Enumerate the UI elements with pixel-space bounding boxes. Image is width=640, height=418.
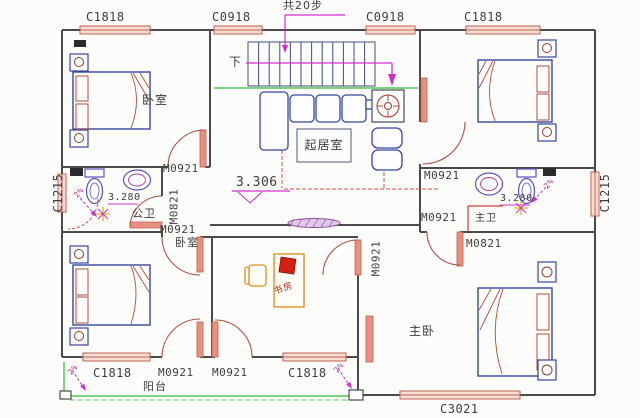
desk xyxy=(273,253,305,308)
floor-drain-icon-left xyxy=(96,207,110,221)
bed-master xyxy=(477,261,557,381)
closet-bar xyxy=(365,315,374,363)
door-label-m0921-balcony-study: M0921 xyxy=(212,366,248,379)
room-label-bedroom-lower-left: 卧室 xyxy=(175,236,199,249)
window-c1215-left xyxy=(57,173,67,213)
window-label-c0918-top-right: C0918 xyxy=(366,10,405,24)
window-label-c1818-top-left: C1818 xyxy=(86,10,125,24)
round-table-icon xyxy=(371,89,405,123)
door-master-bath xyxy=(426,231,464,267)
bed-top-left xyxy=(69,53,151,148)
door-label-m0921-balcony-bedroom: M0921 xyxy=(158,366,194,379)
room-label-bedroom-top-left: 卧室 xyxy=(142,93,169,107)
elevation-label-bath-left: 3.280 xyxy=(108,192,141,203)
sofa xyxy=(259,91,375,151)
bed-lower-left xyxy=(69,245,151,346)
room-label-balcony: 阳台 xyxy=(143,380,167,393)
shower-curtain-left xyxy=(67,198,99,230)
elevation-label-living: 3.306 xyxy=(236,175,278,190)
door-label-m0921-master-vert: M0921 xyxy=(369,240,383,277)
room-label-public-bath: 公卫 xyxy=(132,207,156,220)
door-bedroom-lower-left xyxy=(161,236,204,276)
stair-note-leader-line xyxy=(282,14,345,53)
room-label-master-bath: 主卫 xyxy=(475,213,497,224)
door-balcony-study xyxy=(211,319,253,358)
switch-icon xyxy=(74,40,86,47)
slope-arrow-bath-right xyxy=(531,186,547,203)
door-bedroom-top-right xyxy=(420,77,466,165)
switch-icon-bath-left xyxy=(70,168,83,176)
room-label-master-bedroom: 主卧 xyxy=(409,324,436,338)
slope-arrow-bath-left xyxy=(79,197,97,217)
living-room-label-box xyxy=(296,128,352,163)
window-c1818-bottom-center xyxy=(282,352,347,362)
window-c1818-top-left xyxy=(79,25,151,35)
bed-top-right xyxy=(477,39,557,142)
door-label-m0921-bedroom-ll: M0921 xyxy=(160,223,196,236)
toilet-icon-right xyxy=(516,168,537,205)
door-label-m0921-bedroom-tr: M0921 xyxy=(424,169,460,182)
floor-drain-icon-right xyxy=(514,201,528,215)
window-label-c3021: C3021 xyxy=(440,402,479,416)
stair-direction-label: 下 xyxy=(229,55,243,69)
door-master-bedroom xyxy=(322,239,362,276)
shower-icon-right xyxy=(467,205,503,231)
window-label-c0918-top-left: C0918 xyxy=(212,10,251,24)
door-label-m0921-master-bath: M0921 xyxy=(421,211,457,224)
chair-icon xyxy=(244,264,267,287)
doors xyxy=(129,77,466,358)
switch-icon-bath-right xyxy=(543,168,556,176)
window-c1215-right xyxy=(590,171,600,217)
door-public-bath xyxy=(129,195,163,229)
window-c1818-bottom-left xyxy=(82,352,151,362)
ceiling-dashed-lines xyxy=(281,150,438,190)
ottomans xyxy=(371,127,403,171)
stair-direction-arrow xyxy=(246,62,396,86)
window-label-c1818-bottom-left: C1818 xyxy=(93,366,132,380)
window-label-c1215-right: C1215 xyxy=(598,173,612,213)
door-label-m0921-bedroom-tl: M0921 xyxy=(163,162,199,175)
window-label-c1818-top-right: C1818 xyxy=(464,10,503,24)
sink-icon-right xyxy=(474,172,504,196)
room-label-living-room: 起居室 xyxy=(304,138,344,152)
elevation-label-bath-right: 3.280 xyxy=(500,193,533,204)
slope-arrow-balcony-right xyxy=(337,367,352,389)
window-c0918-top-right xyxy=(365,25,416,35)
window-label-c1215-left: C1215 xyxy=(51,173,65,213)
window-c0918-top-left xyxy=(213,25,263,35)
slope-arrow-balcony-left xyxy=(71,369,86,391)
stairs xyxy=(247,41,376,87)
elevation-marker-living xyxy=(232,190,290,204)
toilet-icon-left xyxy=(84,168,105,205)
door-bedroom-top-left xyxy=(167,129,207,168)
sink-icon-left xyxy=(122,169,152,191)
windows xyxy=(57,25,600,400)
balcony-outline xyxy=(59,362,364,401)
stair-count-note: 共20步 xyxy=(283,0,323,12)
window-c3021-bottom xyxy=(399,390,521,400)
wall-niche xyxy=(287,218,341,228)
window-c1818-top-right xyxy=(465,25,541,35)
window-label-c1818-bottom-center: C1818 xyxy=(288,366,327,380)
door-label-m0821-master-bedroom: M0821 xyxy=(466,237,502,250)
door-balcony-bedroom xyxy=(161,318,204,358)
